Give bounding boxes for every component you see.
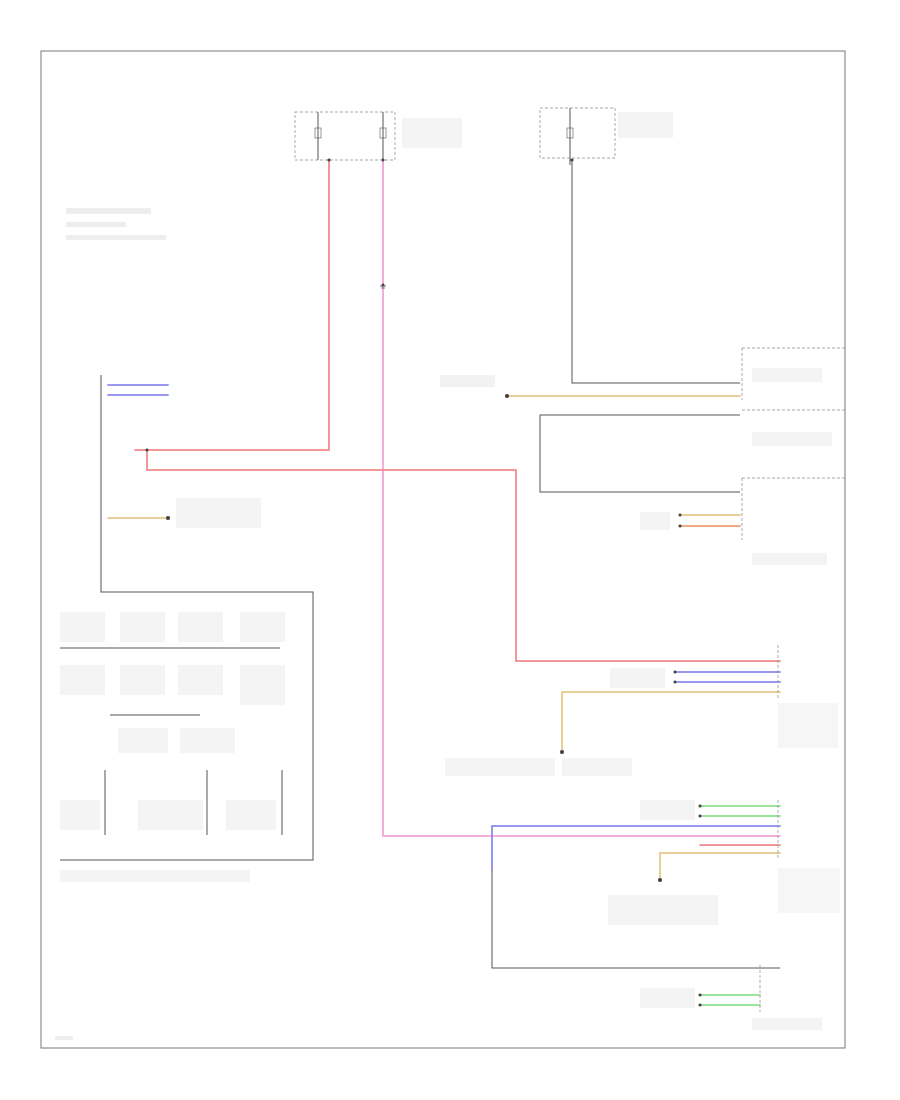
connector-pin-icon (505, 394, 509, 398)
unreadable-label-marks (55, 375, 718, 1040)
module-top-right (741, 347, 845, 400)
connector-pin-icon (381, 158, 385, 162)
wire-tan-low (659, 852, 781, 881)
connector-pin-icon (166, 516, 170, 520)
connector-pin-icon (698, 814, 702, 818)
wire-left-bus (60, 375, 314, 861)
fuse-icon (566, 127, 574, 139)
wire-gray-bottom (491, 870, 780, 969)
connector-pin-icon (673, 670, 677, 674)
legend-block (66, 208, 166, 240)
connector-pin-icon (678, 513, 682, 517)
connector-pin-icon (570, 158, 574, 162)
fuse-box-right (539, 107, 673, 165)
wire-gray-loop (539, 414, 740, 493)
connector-pin-icon (678, 524, 682, 528)
wire-blue-low (491, 825, 781, 871)
connector-pin-icon (145, 448, 149, 452)
left-component-grid (60, 612, 285, 835)
diagram-frame (40, 50, 846, 1049)
ground-symbol-icon (380, 285, 386, 289)
wire-red-long (146, 449, 781, 662)
connector-pin-icon (327, 158, 331, 162)
wire-magenta-main (382, 159, 781, 837)
module-lower-right (777, 800, 840, 913)
module-bottom-right (752, 965, 822, 1030)
fuse-box-left (294, 111, 462, 161)
fuse-icon (314, 127, 322, 139)
wire-gray-right (571, 160, 740, 384)
connector-pin-icon (658, 878, 662, 882)
connector-pin-icon (673, 680, 677, 684)
module-mid-right (742, 409, 845, 446)
module-z-right (741, 477, 845, 565)
connector-pin-icon (698, 993, 702, 997)
connector-pin-icon (560, 750, 564, 754)
wire-red-main (134, 159, 330, 451)
wire-tan-mid (561, 691, 781, 753)
fuse-icon (379, 127, 387, 139)
module-transmission-right (777, 645, 838, 748)
connector-pin-icon (698, 804, 702, 808)
connector-pin-icon (698, 1003, 702, 1007)
